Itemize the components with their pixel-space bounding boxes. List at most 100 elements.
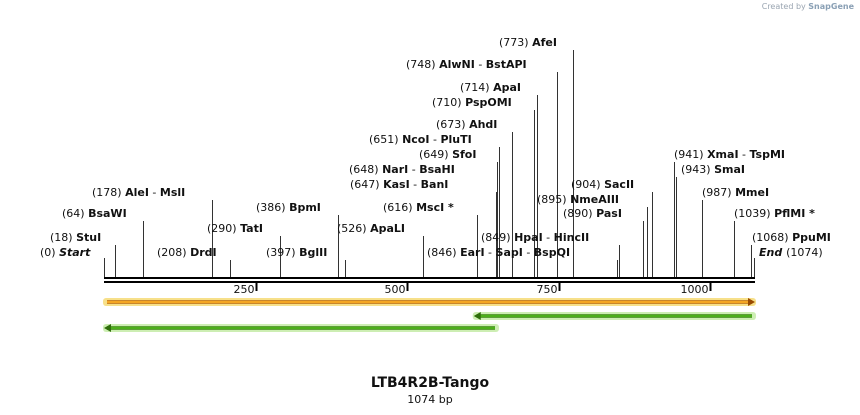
enzyme-site-label[interactable]: (651) NcoI - PluTI [369, 133, 472, 146]
site-position: (748) [406, 58, 439, 71]
arrow-head [104, 324, 111, 332]
enzyme-name[interactable]: NcoI [402, 133, 429, 146]
enzyme-site-label[interactable]: (849) HpaI - HincII [481, 231, 589, 244]
enzyme-site-label[interactable]: (773) AfeI [499, 36, 557, 49]
enzyme-site-label[interactable]: (941) XmaI - TspMI [674, 148, 785, 161]
enzyme-name[interactable]: AleI [125, 186, 149, 199]
site-position: (987) [702, 186, 735, 199]
site-position: (1068) [752, 231, 792, 244]
enzyme-name[interactable]: PpuMI [792, 231, 831, 244]
enzyme-site-label[interactable]: (178) AleI - MslI [92, 186, 185, 199]
enzyme-name[interactable]: TatI [240, 222, 263, 235]
enzyme-name[interactable]: KasI [383, 178, 410, 191]
site-position: (895) [537, 193, 570, 206]
enzyme-name[interactable]: AhdI [469, 118, 497, 131]
start-text: Start [59, 246, 91, 259]
enzyme-site-label[interactable]: (397) BglII [266, 246, 327, 259]
enzyme-name[interactable]: PluTI [440, 133, 471, 146]
credit-prefix: Created by [761, 2, 806, 11]
enzyme-name[interactable]: AfeI [532, 36, 557, 49]
enzyme-name[interactable]: SacII [604, 178, 634, 191]
site-position: (904) [571, 178, 604, 191]
enzyme-name[interactable]: SfoI [452, 148, 476, 161]
enzyme-name[interactable]: BpmI [289, 201, 321, 214]
enzyme-site-label[interactable]: (1068) PpuMI [752, 231, 831, 244]
enzyme-name[interactable]: ApaLI [370, 222, 405, 235]
enzyme-name[interactable]: MslI [160, 186, 185, 199]
enzyme-name[interactable]: EarI [460, 246, 484, 259]
enzyme-site-label[interactable]: (526) ApaLI [337, 222, 405, 235]
enzyme-name[interactable]: MmeI [735, 186, 769, 199]
site-position: (64) [62, 207, 88, 220]
feature-arrow-reverse[interactable] [103, 324, 499, 332]
enzyme-separator: - [475, 58, 486, 71]
enzyme-site-label[interactable]: (714) ApaI [460, 81, 521, 94]
feature-body [476, 314, 752, 318]
enzyme-name[interactable]: NmeAIII [570, 193, 619, 206]
site-position: (773) [499, 36, 532, 49]
enzyme-name[interactable]: TspMI [750, 148, 786, 161]
feature-arrow-forward[interactable] [103, 298, 756, 306]
end-text: End [759, 246, 786, 259]
enzyme-name[interactable]: BsaHI [419, 163, 455, 176]
enzyme-site-label[interactable]: (616) MscI * [383, 201, 454, 214]
enzyme-name[interactable]: SmaI [714, 163, 745, 176]
enzyme-name[interactable]: BsaWI [88, 207, 127, 220]
enzyme-site-label[interactable]: (18) StuI [50, 231, 101, 244]
enzyme-site-label[interactable]: (386) BpmI [256, 201, 321, 214]
enzyme-name[interactable]: NarI [382, 163, 408, 176]
enzyme-name[interactable]: BspQI [534, 246, 570, 259]
site-position: (649) [419, 148, 452, 161]
sequence-title: LTB4R2B-Tango [370, 375, 490, 391]
feature-arrows [103, 298, 756, 332]
enzyme-site-label[interactable]: (673) AhdI [436, 118, 497, 131]
feature-body [107, 300, 752, 304]
enzyme-name[interactable]: XmaI [707, 148, 738, 161]
enzyme-name[interactable]: BanI [421, 178, 449, 191]
enzyme-name[interactable]: BstAPI [486, 58, 527, 71]
site-position: (849) [481, 231, 514, 244]
enzyme-site-label[interactable]: (895) NmeAIII [537, 193, 619, 206]
enzyme-site-label[interactable]: (987) MmeI [702, 186, 769, 199]
enzyme-name[interactable]: SapI [496, 246, 523, 259]
enzyme-site-label[interactable]: (904) SacII [571, 178, 634, 191]
backbone-bottom-strand [104, 281, 755, 283]
site-position: (647) [350, 178, 383, 191]
enzyme-name[interactable]: PspOMI [465, 96, 512, 109]
site-position: (386) [256, 201, 289, 214]
enzyme-site-label[interactable]: (64) BsaWI [62, 207, 127, 220]
enzyme-name[interactable]: HincII [554, 231, 590, 244]
enzyme-site-label[interactable]: (208) DrdI [157, 246, 217, 259]
snapgene-credit: Created by SnapGene [762, 2, 854, 11]
enzyme-site-label[interactable]: (649) SfoI [419, 148, 476, 161]
enzyme-name[interactable]: DrdI [190, 246, 217, 259]
enzyme-site-label[interactable]: (846) EarI - SapI - BspQI [427, 246, 570, 259]
enzyme-site-label[interactable]: (943) SmaI [681, 163, 745, 176]
scale-tick-label: 1000 [681, 283, 709, 296]
enzyme-site-label[interactable]: (1039) PflMI * [734, 207, 815, 220]
enzyme-site-label[interactable]: (647) KasI - BanI [350, 178, 448, 191]
site-position: (846) [427, 246, 460, 259]
enzyme-name[interactable]: HpaI [514, 231, 543, 244]
enzyme-site-label[interactable]: (290) TatI [207, 222, 263, 235]
enzyme-name[interactable]: AlwNI [439, 58, 475, 71]
enzyme-separator: - [149, 186, 160, 199]
enzyme-name[interactable]: BglII [299, 246, 327, 259]
enzyme-name[interactable]: ApaI [493, 81, 521, 94]
enzyme-site-label[interactable]: (648) NarI - BsaHI [349, 163, 455, 176]
site-position: (1039) [734, 207, 774, 220]
site-position: (616) [383, 201, 416, 214]
enzyme-name[interactable]: PasI [596, 207, 622, 220]
scale-tick-label: 750 [537, 283, 558, 296]
site-position: (673) [436, 118, 469, 131]
enzyme-name[interactable]: MscI * [416, 201, 454, 214]
feature-arrow-reverse[interactable] [472, 312, 756, 320]
enzyme-labels: (18) StuI (64) BsaWI (178) AleI - MslI (208… [40, 36, 831, 259]
enzyme-name[interactable]: PflMI * [774, 207, 815, 220]
enzyme-site-label[interactable]: (890) PasI [563, 207, 622, 220]
enzyme-site-label[interactable]: (748) AlwNI - BstAPI [406, 58, 527, 71]
enzyme-site-label[interactable]: (710) PspOMI [432, 96, 512, 109]
enzyme-name[interactable]: StuI [76, 231, 101, 244]
sequence-length: 1074 bp [407, 393, 453, 406]
